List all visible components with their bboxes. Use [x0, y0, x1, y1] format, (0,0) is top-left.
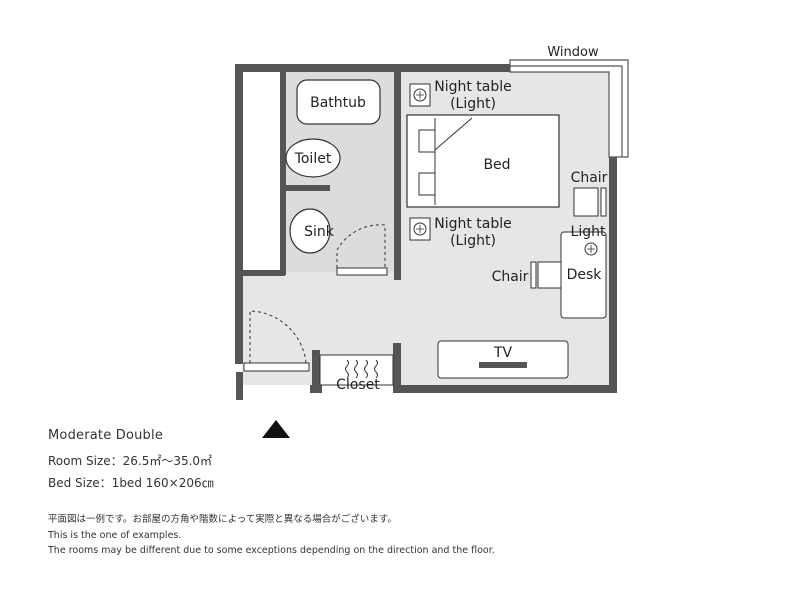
walls — [235, 64, 617, 400]
lamp-icon — [413, 222, 427, 236]
window-frame — [509, 59, 629, 158]
bathtub-label: Bathtub — [310, 95, 366, 111]
bed-label: Bed — [483, 157, 510, 173]
note-japanese: 平面図は一例です。お部屋の方角や階数によって実際と異なる場合がございます。 — [48, 514, 397, 525]
room-type-title: Moderate Double — [48, 428, 164, 443]
light-label: Light — [571, 224, 606, 240]
entrance-door — [243, 310, 310, 372]
tv — [479, 362, 527, 368]
tv-label: TV — [493, 345, 513, 361]
night-table-top-label-1: Night table — [434, 79, 512, 95]
closet-hangers — [345, 359, 378, 379]
sink — [289, 208, 331, 254]
bed-size: Bed Size：1bed 160×206㎝ — [48, 476, 214, 490]
desk-label: Desk — [567, 267, 603, 283]
note-english-2: The rooms may be different due to some e… — [48, 545, 495, 556]
night-table-bottom-label-1: Night table — [434, 216, 512, 232]
bathtub — [296, 79, 381, 125]
night-table-bottom-label-2: (Light) — [450, 233, 496, 249]
pillow-1 — [418, 129, 436, 153]
window-label: Window — [547, 45, 599, 60]
night-table-top-label-2: (Light) — [450, 96, 496, 112]
bathroom-door — [336, 224, 388, 276]
lamp-icon — [413, 88, 427, 102]
chair-right — [573, 187, 599, 217]
chair-right-label: Chair — [571, 170, 608, 186]
note-english-1: This is the one of examples. — [48, 530, 182, 541]
chair-desk — [537, 261, 562, 289]
desk-lamp-icon — [584, 242, 598, 256]
wardrobe-panel — [242, 72, 280, 272]
closet-label: Closet — [336, 377, 380, 393]
toilet — [285, 138, 341, 178]
sink-label: Sink — [304, 224, 335, 240]
entrance-arrow-icon — [262, 420, 290, 438]
chair-desk-label: Chair — [492, 269, 529, 285]
toilet-label: Toilet — [294, 151, 332, 167]
tv-stand — [437, 340, 569, 379]
pillow-2 — [418, 172, 436, 196]
room-size: Room Size：26.5㎡～35.0㎡ — [48, 454, 213, 468]
